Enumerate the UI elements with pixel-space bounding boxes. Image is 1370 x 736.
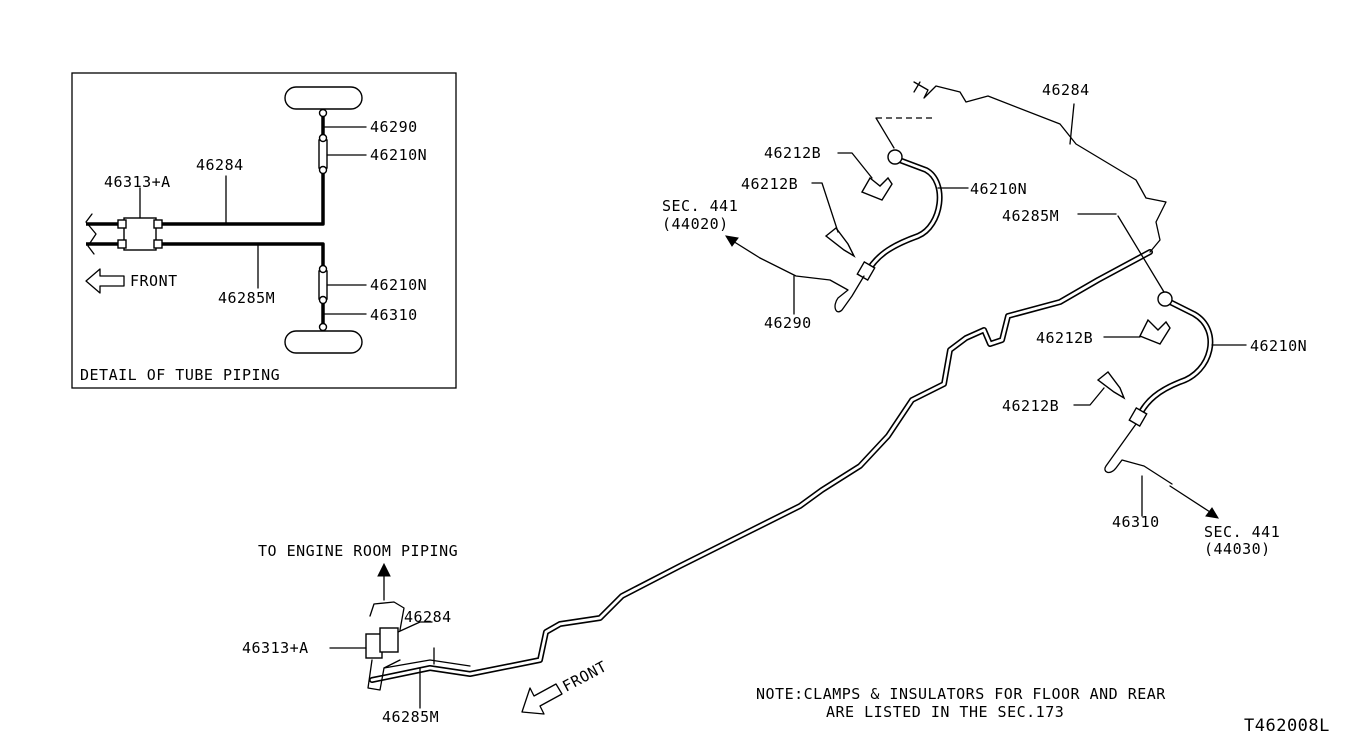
detail-break-mark — [85, 213, 97, 255]
label-46285m-top: 46285M — [1002, 207, 1059, 225]
label-sec441-left: SEC. 441 — [662, 197, 738, 215]
label-46212b-3: 46212B — [1036, 329, 1093, 347]
label-46210n-left: 46210N — [970, 180, 1027, 198]
label-sec441-right-code: (44030) — [1204, 540, 1271, 558]
junction-block-icon — [379, 627, 399, 653]
detail-front-wheel — [284, 86, 363, 110]
detail-joint — [318, 264, 328, 274]
label-46285m-bottom: 46285M — [382, 708, 439, 726]
hose-fitting — [1157, 291, 1173, 307]
label-46212b-4: 46212B — [1002, 397, 1059, 415]
note-line-1: NOTE:CLAMPS & INSULATORS FOR FLOOR AND R… — [756, 685, 1166, 703]
main-front-arrow-icon — [521, 683, 563, 715]
rear-right-hose — [1073, 213, 1247, 519]
label-46284-bottom: 46284 — [404, 608, 452, 626]
clip-46212b-icon — [860, 176, 893, 201]
label-engine-room: TO ENGINE ROOM PIPING — [258, 542, 458, 560]
detail-tube-46285m — [160, 242, 325, 330]
tube-46310 — [1104, 423, 1173, 485]
label-sec441-right: SEC. 441 — [1204, 523, 1280, 541]
floor-tube-46284 — [875, 81, 1167, 253]
detail-junction-fitting-ul — [117, 219, 127, 229]
tube-46285m-arrow — [1117, 215, 1165, 293]
detail-label-46290: 46290 — [370, 118, 418, 136]
detail-joint — [318, 295, 328, 305]
label-46284-top: 46284 — [1042, 81, 1090, 99]
detail-joint — [318, 133, 328, 143]
front-left-hose — [725, 149, 969, 315]
main-front-label: FRONT — [559, 657, 610, 695]
detail-front-arrow-icon — [85, 268, 125, 294]
bracket-46212b-icon — [1096, 371, 1126, 400]
hose-fitting — [856, 260, 876, 282]
detail-joint — [318, 108, 328, 118]
hose-46210n-left-out — [863, 155, 943, 277]
detail-label-46313a: 46313+A — [104, 173, 171, 191]
detail-rear-wheel — [284, 330, 363, 354]
detail-joint — [318, 322, 328, 332]
detail-inset: 46290 46210N 46284 46313+A 46285M 46210N… — [71, 72, 457, 389]
detail-caption: DETAIL OF TUBE PIPING — [80, 366, 280, 384]
label-sec441-left-code: (44020) — [662, 215, 729, 233]
bracket-46212b-icon — [824, 227, 856, 258]
detail-label-46285m: 46285M — [218, 289, 275, 307]
label-46313a: 46313+A — [242, 639, 309, 657]
label-46212b-1: 46212B — [764, 144, 821, 162]
detail-junction-fitting-ll — [117, 239, 127, 249]
detail-junction-fitting-lr — [153, 239, 163, 249]
label-46310: 46310 — [1112, 513, 1160, 531]
detail-junction-fitting-ur — [153, 219, 163, 229]
hose-fitting — [1128, 406, 1148, 428]
figure-id: T462008L — [1244, 716, 1330, 736]
junction-46313a — [329, 562, 435, 709]
label-46290: 46290 — [764, 314, 812, 332]
detail-joint — [318, 165, 328, 175]
sec441-right-arrow-icon — [1169, 485, 1211, 513]
detail-hose-bottom — [318, 270, 328, 300]
detail-label-46310: 46310 — [370, 306, 418, 324]
main-tube-run — [367, 249, 1153, 691]
main-tube-outline — [369, 249, 1153, 683]
main-tube-inner — [370, 250, 1152, 682]
detail-label-46210n-bottom: 46210N — [370, 276, 427, 294]
hose-fitting — [887, 149, 903, 165]
detail-junction-block — [123, 217, 157, 251]
detail-label-46210n-top: 46210N — [370, 146, 427, 164]
detail-label-46284: 46284 — [196, 156, 244, 174]
label-46212b-2: 46212B — [741, 175, 798, 193]
label-46210n-right: 46210N — [1250, 337, 1307, 355]
note-line-2: ARE LISTED IN THE SEC.173 — [826, 703, 1064, 721]
detail-front-label: FRONT — [130, 272, 178, 290]
tube-46290 — [759, 257, 865, 313]
detail-hose-top — [318, 139, 328, 169]
detail-frame — [71, 72, 457, 389]
clip-46212b-icon — [1139, 318, 1171, 345]
